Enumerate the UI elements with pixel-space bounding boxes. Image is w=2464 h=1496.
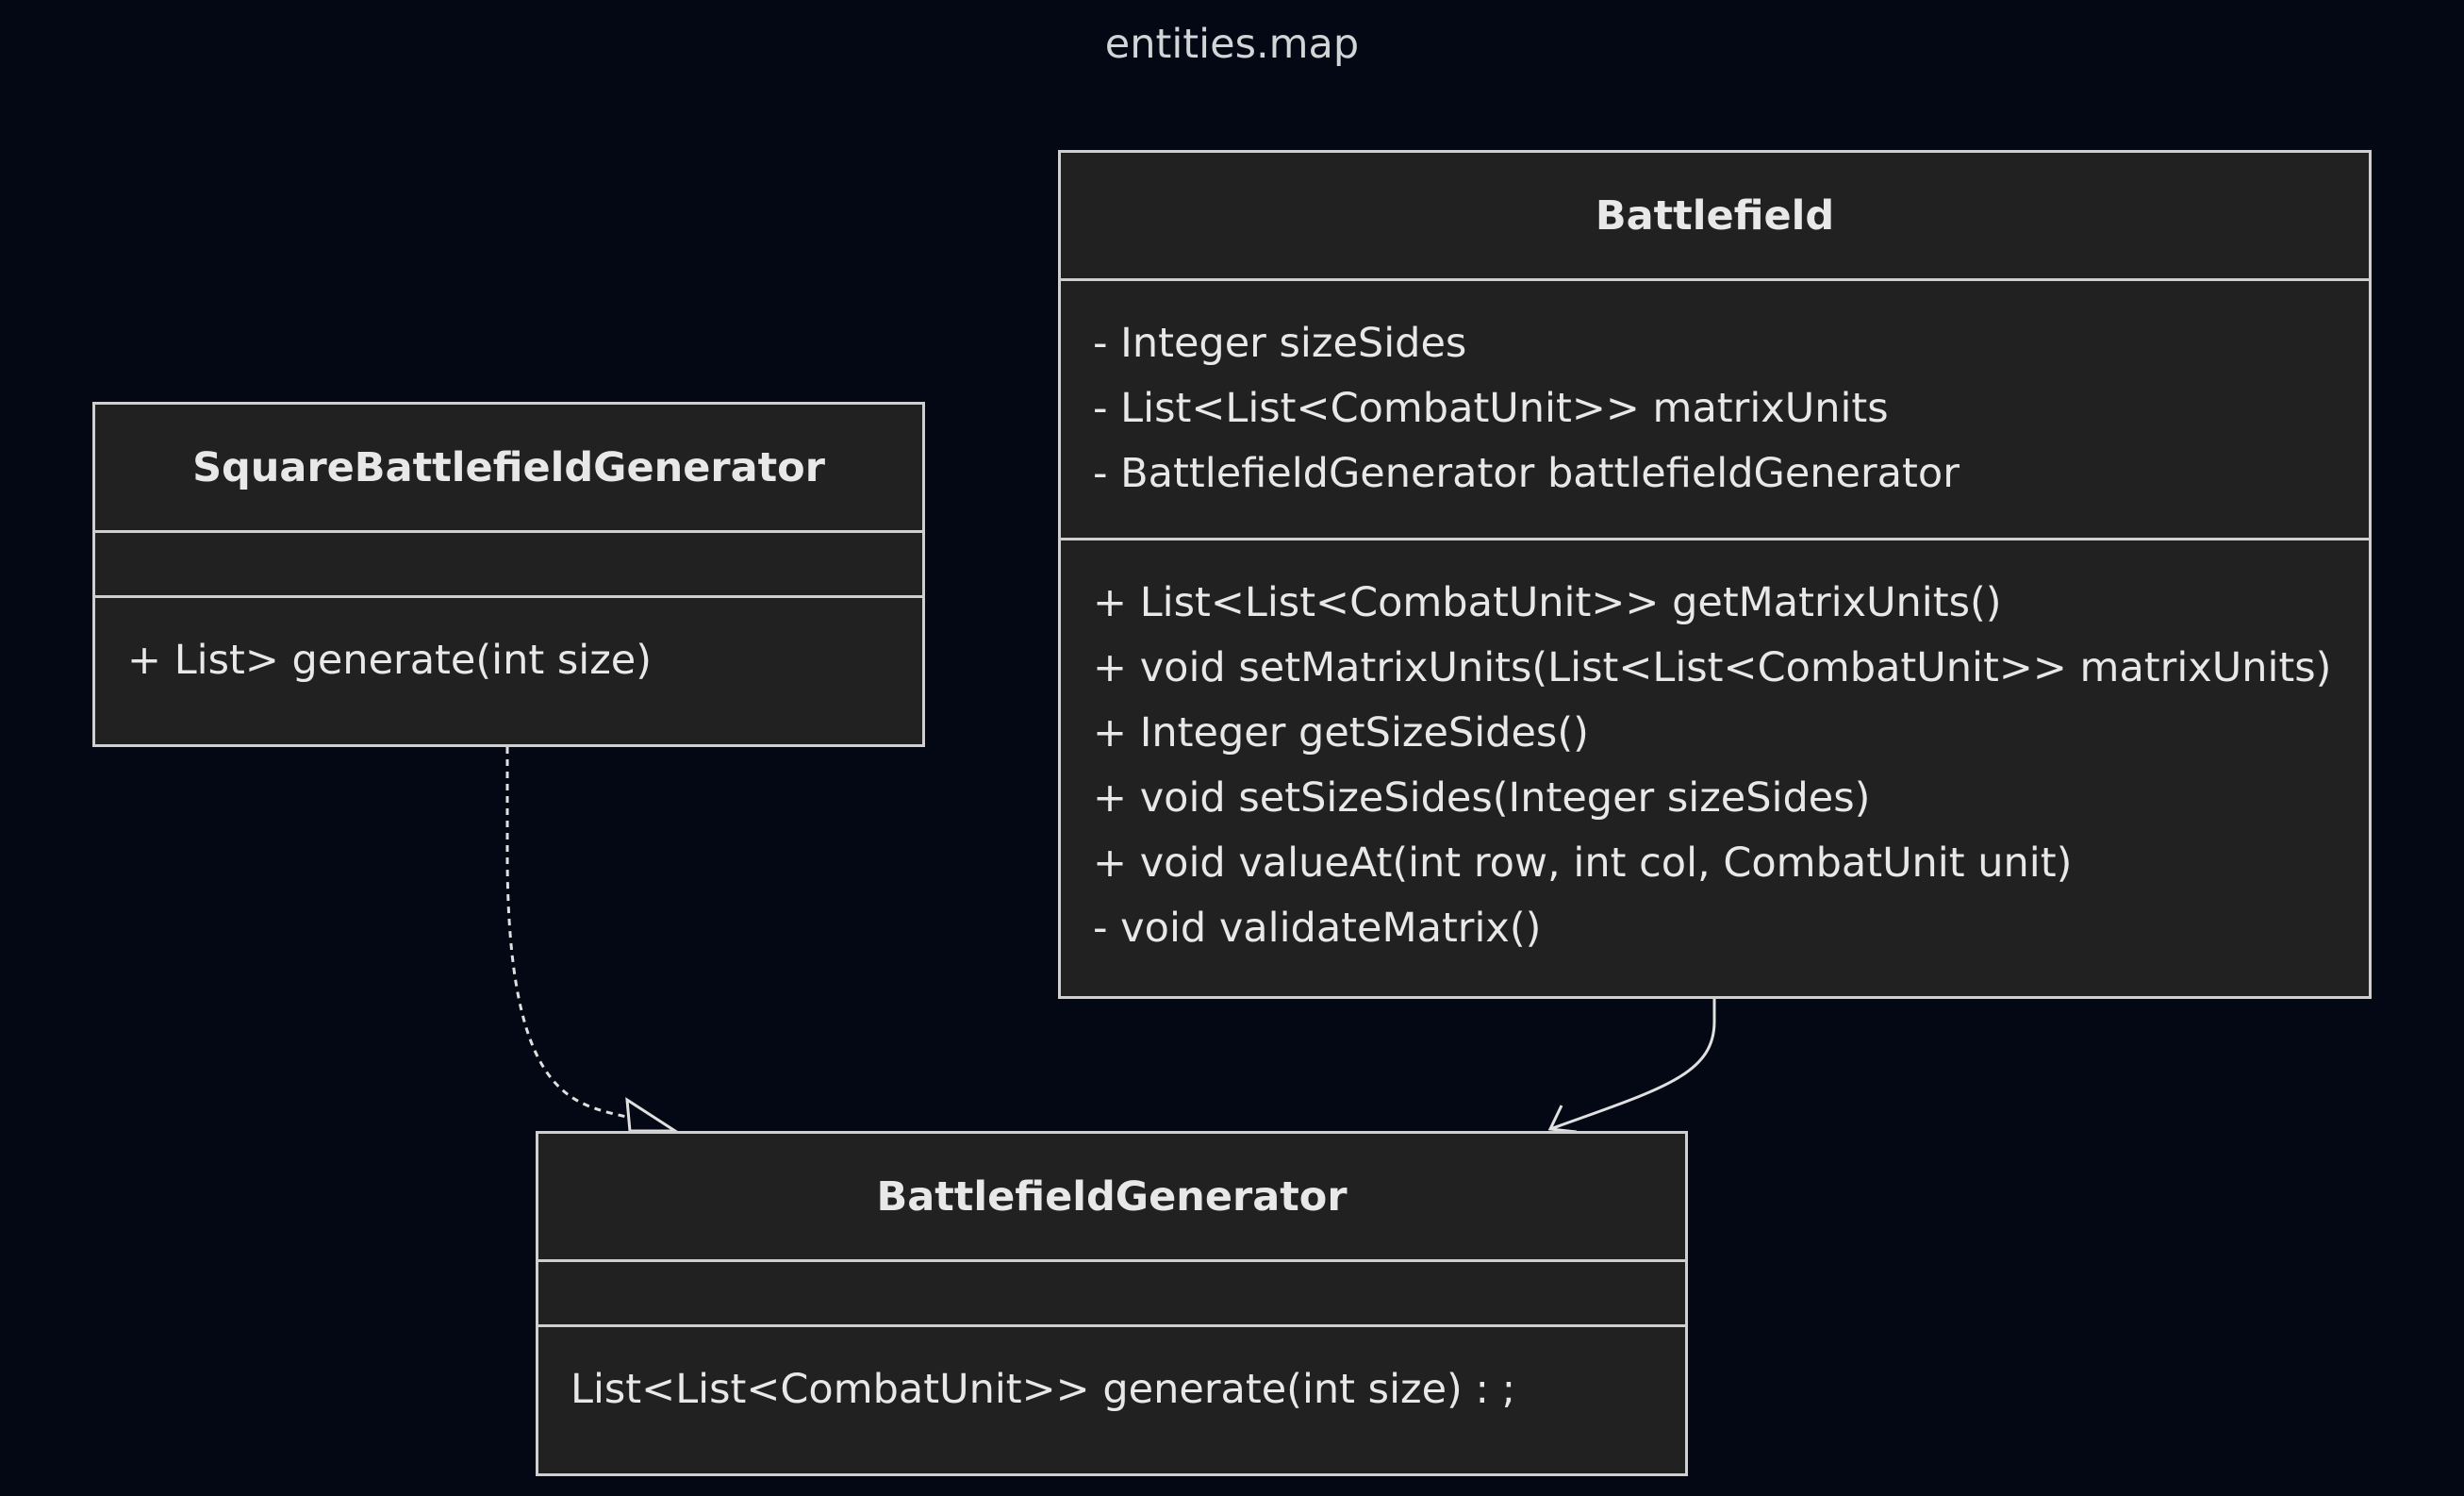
method: + void valueAt(int row, int col, CombatU… — [1093, 839, 2073, 887]
methods-section: + List<List<CombatUnit>> getMatrixUnits(… — [1061, 540, 2369, 961]
method: - void validateMatrix() — [1093, 905, 1542, 952]
methods-section: List<List<CombatUnit>> generate(int size… — [538, 1327, 1685, 1422]
class-battlefield-generator[interactable]: BattlefieldGenerator List<List<CombatUni… — [536, 1131, 1688, 1476]
method: + void setSizeSides(Integer sizeSides) — [1093, 774, 1871, 822]
method: + List<List<CombatUnit>> getMatrixUnits(… — [1093, 579, 2002, 626]
class-name: SquareBattlefieldGenerator — [95, 405, 922, 533]
diagram-title: entities.map — [1104, 21, 1360, 68]
methods-section: + List> generate(int size) — [95, 598, 922, 693]
realization-edge — [505, 747, 631, 1120]
class-battlefield[interactable]: Battlefield - Integer sizeSides - List<L… — [1058, 150, 2372, 999]
class-name: BattlefieldGenerator — [538, 1134, 1685, 1262]
attributes-section — [95, 533, 922, 598]
attribute: - BattlefieldGenerator battlefieldGenera… — [1093, 450, 1960, 497]
method: + List> generate(int size) — [127, 637, 653, 684]
realization-arrowhead — [625, 1097, 681, 1133]
method: List<List<CombatUnit>> generate(int size… — [571, 1366, 1516, 1413]
attribute: - List<List<CombatUnit>> matrixUnits — [1093, 385, 1889, 432]
attributes-section — [538, 1262, 1685, 1327]
attribute: - Integer sizeSides — [1093, 320, 1467, 367]
method: + Integer getSizeSides() — [1093, 709, 1589, 756]
method: + void setMatrixUnits(List<List<CombatUn… — [1093, 644, 2332, 691]
class-name: Battlefield — [1061, 153, 2369, 281]
class-square-battlefield-generator[interactable]: SquareBattlefieldGenerator + List> gener… — [92, 402, 925, 747]
attributes-section: - Integer sizeSides - List<List<CombatUn… — [1061, 281, 2369, 540]
association-edge — [1549, 999, 1716, 1131]
